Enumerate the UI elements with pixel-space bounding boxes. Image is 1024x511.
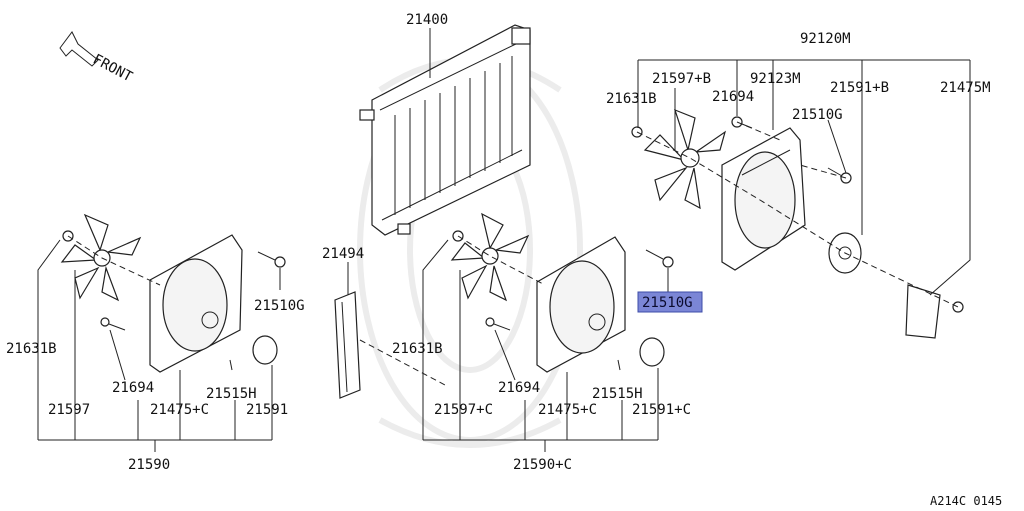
diagram-code-label: A214C 0145 [930,494,1002,508]
motor-left-illustration [252,335,278,365]
leader-lines-left [37,239,281,452]
shroud-mid-illustration [536,236,626,373]
shroud-mid-label: 21475+C [538,402,597,418]
leader-lines-mid [422,239,669,452]
fan-top-illustration [643,108,727,210]
fasteners-mid [452,230,674,371]
bolt-mid-label: 21694 [498,380,540,396]
shroud-assy-top-label: 92120M [800,31,851,47]
fan-mid-label: 21597+C [434,402,493,418]
clip-left-label: 21515H [206,386,257,402]
highlighted-part-21510G[interactable]: 21510G [637,291,703,313]
screw-mid-highlight-label[interactable]: 21510G [642,295,693,311]
motor-left-label: 21591 [246,402,288,418]
motor-mid-label: 21591+C [632,402,691,418]
bolt-top-label: 21694 [712,89,754,105]
radiator-part-label: 21400 [406,12,448,28]
motor-mid-illustration [639,337,665,367]
fasteners-left [62,230,286,371]
shroud-left-illustration [149,234,243,373]
radiator-illustration [359,24,531,236]
bolt-left-label: 21694 [112,380,154,396]
bracket-top-illustration [905,284,941,339]
side-shroud-label: 21494 [322,246,364,262]
clip-mid-label: 21515H [592,386,643,402]
leader-lines-top [637,59,971,296]
side-shroud-illustration [334,291,361,399]
fan-left-label: 21597 [48,402,90,418]
front-label: FRONT [90,51,135,85]
bracket-top-label: 21475M [940,80,991,96]
screw-left-label: 21510G [254,298,305,314]
fan-mid-illustration [450,212,530,302]
front-arrow-icon [59,31,99,67]
shroud-top-label: 92123M [750,71,801,87]
nut-left-label: 21631B [6,341,57,357]
dashed-axis-top [636,121,959,308]
nut-top-label: 21631B [606,91,657,107]
fan-top-label: 21597+B [652,71,711,87]
nut-mid-label: 21631B [392,341,443,357]
assy-mid-label: 21590+C [513,457,572,473]
screw-top-label: 21510G [792,107,843,123]
assy-left-label: 21590 [128,457,170,473]
shroud-top-illustration [721,127,806,271]
motor-top-label: 21591+B [830,80,889,96]
shroud-left-label: 21475+C [150,402,209,418]
fan-left-illustration [60,213,142,302]
